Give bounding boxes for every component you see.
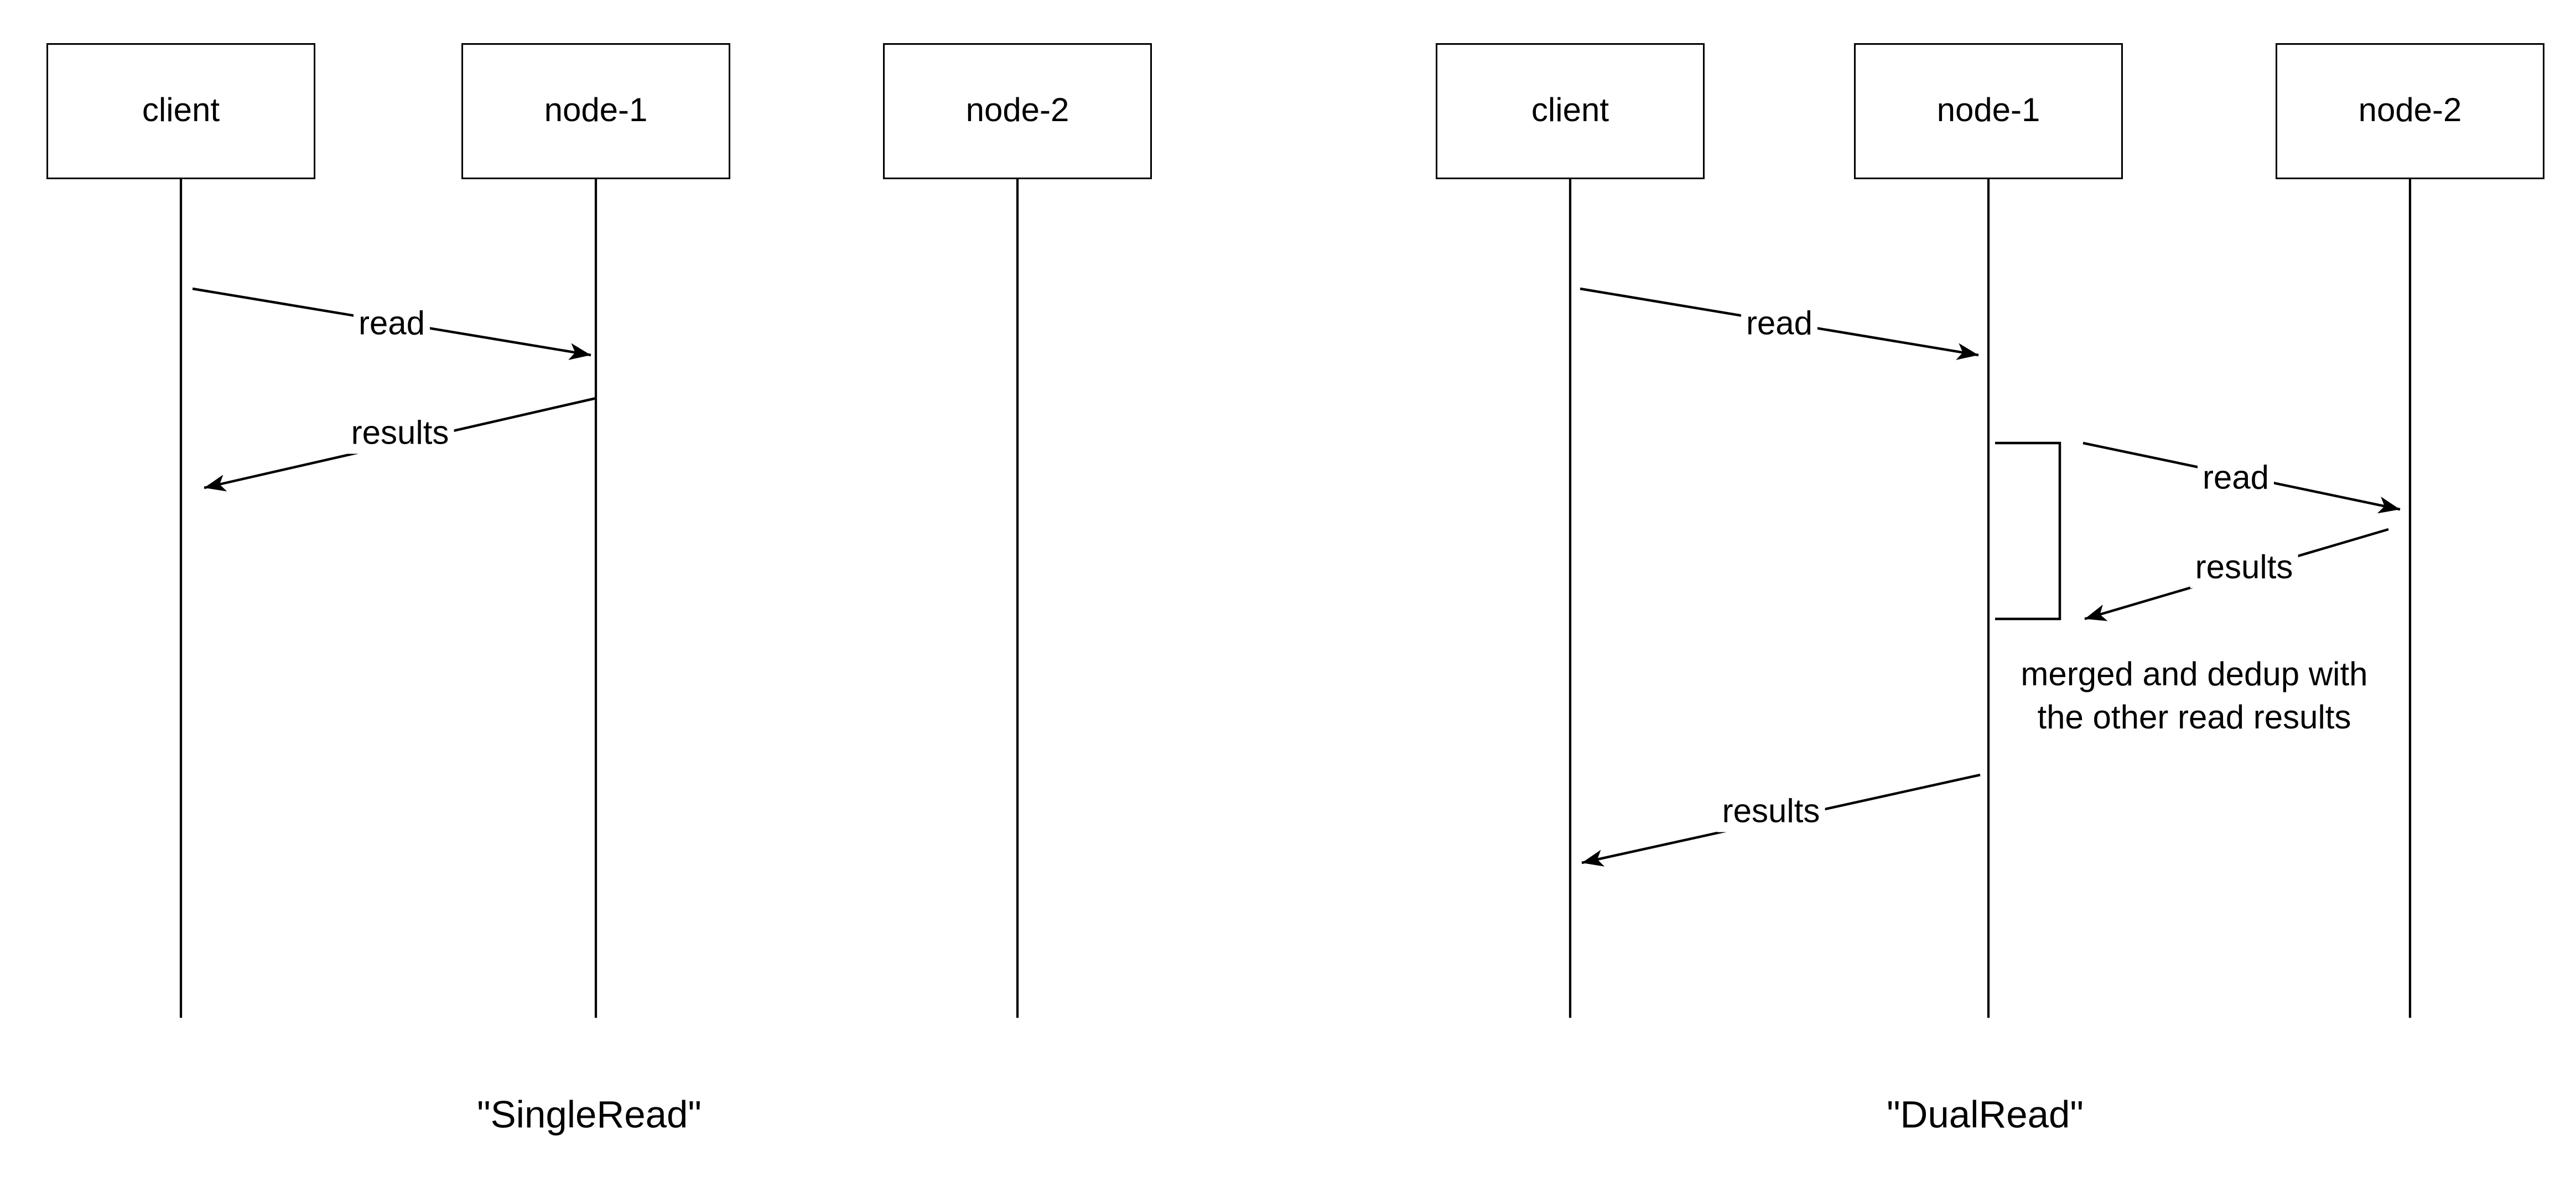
actor-box-singleread-node-2: node-2 bbox=[883, 43, 1152, 179]
actor-box-singleread-node-1: node-1 bbox=[461, 43, 730, 179]
actor-label-client: client bbox=[142, 93, 220, 129]
actor-label-node-2: node-2 bbox=[2358, 93, 2462, 129]
actor-box-singleread-client: client bbox=[46, 43, 315, 179]
actor-label-node-1: node-1 bbox=[544, 93, 648, 129]
note-line-1: merged and dedup with bbox=[2021, 657, 2368, 694]
message-label-read: read bbox=[1741, 306, 1818, 345]
actor-box-dualread-client: client bbox=[1436, 43, 1705, 179]
message-label-results: results bbox=[346, 415, 454, 454]
message-label-results: results bbox=[2190, 550, 2298, 588]
caption-singleread: "SingleRead" bbox=[477, 1092, 702, 1136]
activation-bracket-node-1 bbox=[1995, 441, 2061, 621]
message-label-results: results bbox=[1717, 794, 1825, 832]
actor-box-dualread-node-2: node-2 bbox=[2276, 43, 2544, 179]
actor-box-dualread-node-1: node-1 bbox=[1854, 43, 2123, 179]
message-label-read: read bbox=[2197, 460, 2274, 499]
message-label-read: read bbox=[353, 306, 430, 345]
actor-label-node-2: node-2 bbox=[965, 93, 1069, 129]
caption-dualread: "DualRead" bbox=[1887, 1092, 2084, 1136]
note-line-2: the other read results bbox=[2037, 700, 2351, 737]
note-merged-dedup: merged and dedup with the other read res… bbox=[2021, 654, 2367, 740]
actor-label-client: client bbox=[1531, 93, 1609, 129]
actor-label-node-1: node-1 bbox=[1936, 93, 2040, 129]
